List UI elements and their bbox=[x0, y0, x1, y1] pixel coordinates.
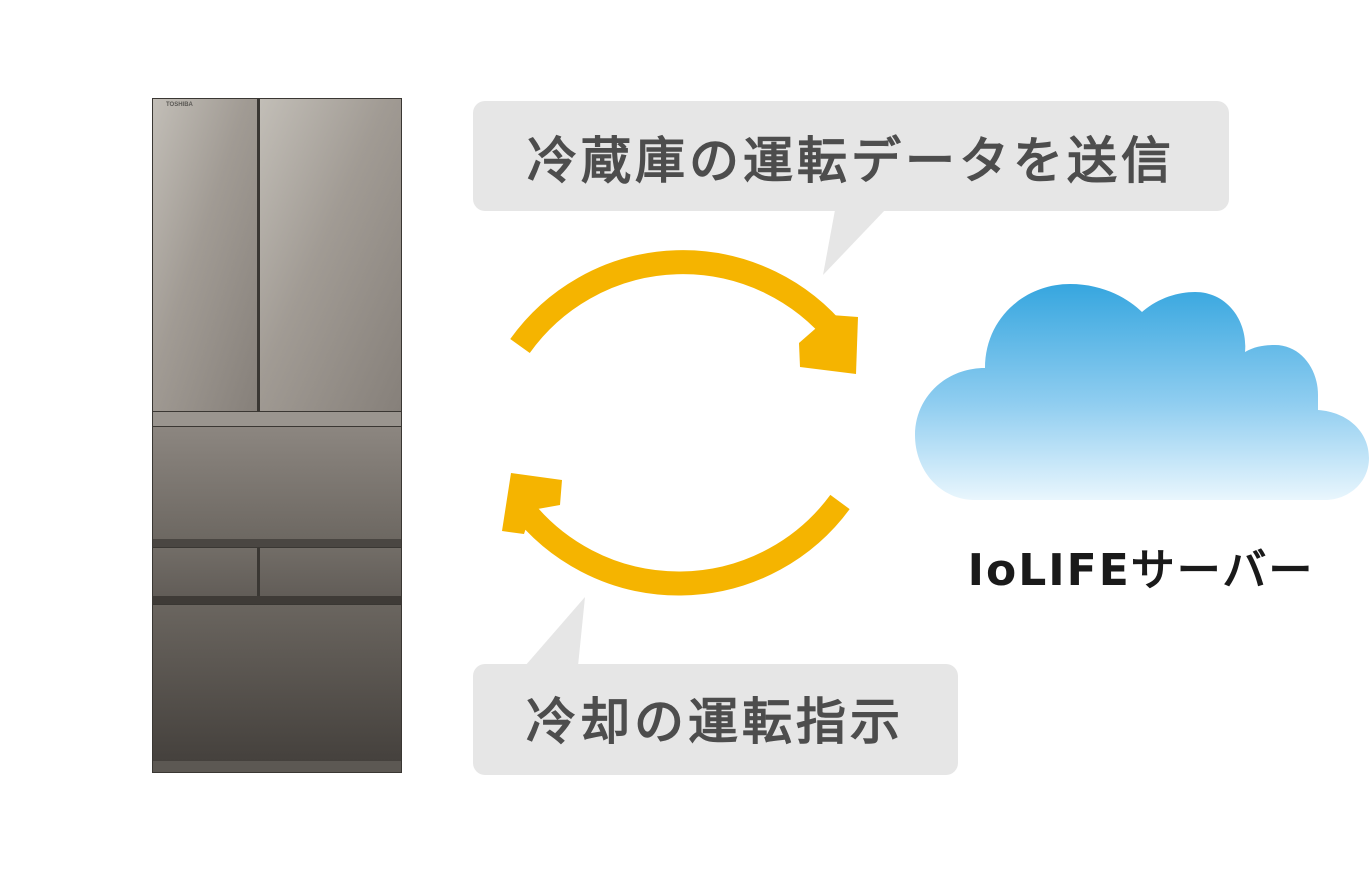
refrigerator-image: TOSHIBA bbox=[152, 98, 402, 773]
fridge-brand-label: TOSHIBA bbox=[166, 102, 194, 108]
upload-arrow bbox=[510, 250, 858, 374]
cooling-instruction-text: 冷却の運転指示 bbox=[526, 693, 904, 751]
bubble-background bbox=[473, 664, 958, 775]
server-label: IoLIFEサーバー bbox=[968, 545, 1315, 596]
download-arrow-head bbox=[502, 473, 562, 534]
fridge-gap bbox=[153, 596, 401, 604]
fridge-left-door bbox=[153, 99, 257, 411]
download-arrow bbox=[502, 473, 850, 596]
fridge-vegetable-drawer bbox=[153, 427, 401, 539]
fridge-switch-drawer bbox=[260, 548, 401, 596]
upload-arrow-head bbox=[799, 315, 858, 374]
bubble-tail bbox=[525, 597, 585, 666]
fridge-divider bbox=[153, 412, 401, 426]
speech-bubble-send-data: 冷蔵庫の運転データを送信 bbox=[473, 101, 1229, 275]
fridge-ice-drawer bbox=[153, 548, 257, 596]
fridge-right-door bbox=[260, 99, 401, 411]
fridge-base bbox=[153, 761, 401, 772]
fridge-gap bbox=[153, 539, 401, 547]
bubble-tail bbox=[823, 210, 885, 275]
upload-arrow-arc bbox=[510, 250, 848, 353]
download-arrow-arc bbox=[510, 494, 850, 596]
cloud-icon bbox=[915, 284, 1369, 500]
bubble-background bbox=[473, 101, 1229, 211]
fridge-freezer-drawer bbox=[153, 605, 401, 761]
speech-bubble-cooling-instruction: 冷却の運転指示 bbox=[473, 597, 958, 775]
cloud-shape bbox=[915, 284, 1369, 500]
send-data-text: 冷蔵庫の運転データを送信 bbox=[527, 132, 1175, 190]
